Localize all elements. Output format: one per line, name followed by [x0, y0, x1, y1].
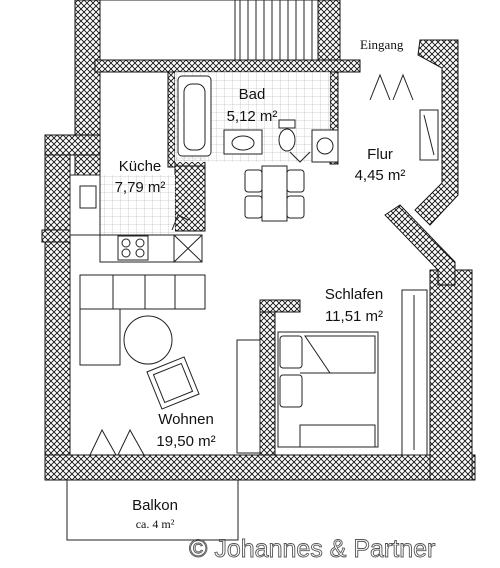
sofa-side: [79, 308, 121, 366]
doors: [89, 73, 439, 456]
bedroom-furniture: [277, 289, 428, 456]
kitchen-sink: [79, 185, 97, 209]
balkon-area: ca. 4 m²: [136, 517, 175, 531]
dining-set: [244, 165, 305, 222]
room-name-bad: Bad: [239, 86, 266, 103]
coffee-table: [123, 315, 173, 365]
kitchen-fixtures: [69, 174, 203, 263]
sofa-back: [79, 274, 206, 310]
balcony: [66, 480, 239, 541]
balcony-door: [89, 428, 117, 456]
room-name-kueche: Küche: [119, 158, 162, 175]
stove: [117, 235, 149, 261]
armchair: [146, 356, 200, 410]
entrance-door: [369, 73, 391, 101]
labels: Eingang Bad 5,12 m² Küche 7,79 m² Flur 4…: [115, 37, 406, 531]
entrance-label: Eingang: [360, 37, 404, 52]
room-area-bad: 5,12 m²: [227, 108, 278, 125]
room-area-kueche: 7,79 m²: [115, 179, 166, 196]
walls: [41, 0, 476, 481]
copyright-watermark: © Johannes & Partner: [189, 535, 435, 563]
room-area-schlafen: 11,51 m²: [325, 308, 383, 325]
stairwell: [99, 0, 336, 61]
living-furniture: [79, 274, 261, 454]
room-area-wohnen: 19,50 m²: [156, 433, 215, 450]
balkon-name: Balkon: [132, 497, 178, 514]
bathroom-fixtures: [177, 75, 339, 163]
toilet-bowl: [278, 128, 296, 152]
sideboard: [236, 339, 261, 454]
toilet-tank: [278, 119, 296, 129]
room-name-wohnen: Wohnen: [158, 411, 214, 428]
dining-table: [261, 165, 288, 222]
room-name-schlafen: Schlafen: [325, 286, 383, 303]
room-name-flur: Flur: [367, 146, 393, 163]
room-area-flur: 4,45 m²: [355, 167, 406, 184]
coat-rack: [419, 109, 439, 161]
